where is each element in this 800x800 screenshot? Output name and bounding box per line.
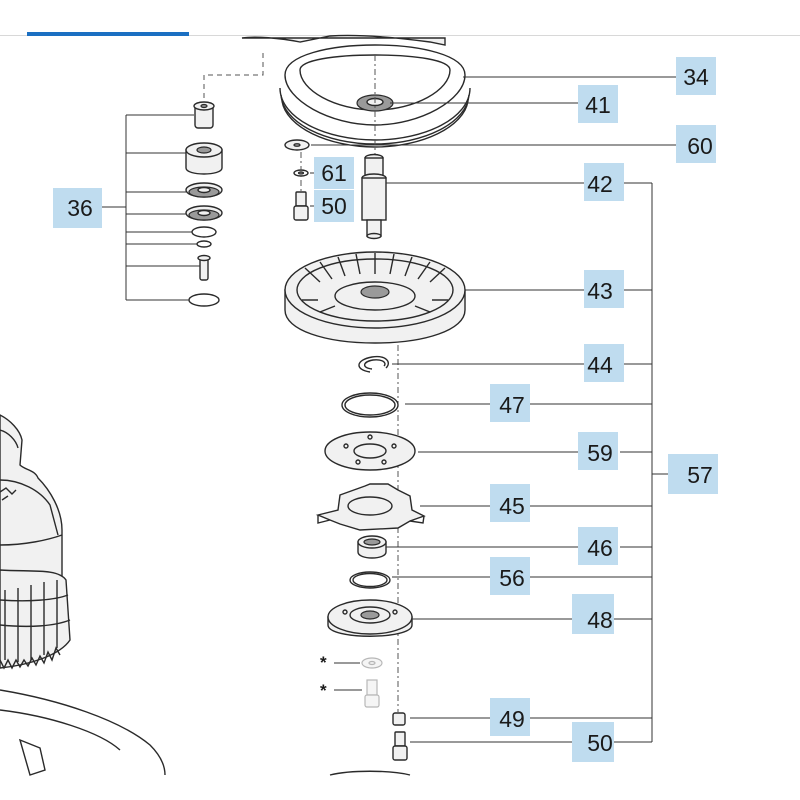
svg-text:56: 56 (499, 565, 525, 591)
callout-50-upper[interactable]: 50 (314, 190, 354, 222)
part-34-belt-pulley (241, 34, 471, 148)
svg-text:47: 47 (499, 392, 525, 418)
callout-59[interactable]: 59 (578, 432, 618, 470)
callout-56[interactable]: 56 (490, 557, 530, 595)
callout-41[interactable]: 41 (578, 85, 618, 123)
svg-text:45: 45 (499, 493, 525, 519)
bracket-57 (530, 182, 668, 743)
svg-text:59: 59 (587, 440, 613, 466)
svg-text:50: 50 (587, 730, 613, 756)
callout-48[interactable]: 48 (572, 594, 614, 634)
callout-50-lower[interactable]: 50 (572, 722, 614, 762)
part-44-circlip (358, 355, 389, 373)
callout-57[interactable]: 57 (668, 454, 718, 494)
callout-36[interactable]: 36 (53, 188, 102, 228)
part-49-nut (392, 712, 406, 726)
optional-washer-grey (361, 657, 383, 669)
part-50-bolt-lower (392, 731, 408, 761)
svg-text:46: 46 (587, 535, 613, 561)
callout-42[interactable]: 42 (584, 163, 624, 201)
part-42-shaft (361, 153, 387, 240)
svg-text:49: 49 (499, 706, 525, 732)
top-divider (0, 35, 800, 36)
svg-text:57: 57 (687, 462, 713, 488)
part-50-bolt-upper (293, 191, 309, 221)
callout-44[interactable]: 44 (584, 344, 624, 382)
svg-text:41: 41 (585, 92, 611, 118)
svg-text:61: 61 (321, 160, 347, 186)
svg-text:34: 34 (683, 64, 709, 90)
svg-text:36: 36 (67, 195, 93, 221)
dash-connection-34-36 (203, 53, 264, 98)
active-tab-indicator[interactable] (27, 32, 189, 36)
callout-47[interactable]: 47 (490, 384, 530, 422)
part-45-flange-plate (315, 483, 426, 531)
asterisk-marker-2: * (320, 681, 327, 700)
svg-text:42: 42 (587, 171, 613, 197)
part-46-seal (357, 535, 387, 559)
svg-text:50: 50 (321, 193, 347, 219)
part-43-pulley-housing (284, 251, 466, 344)
part-56-oring (349, 571, 391, 589)
callout-60[interactable]: 60 (676, 125, 716, 163)
part-47-oring (341, 392, 399, 418)
bracket-36 (102, 114, 200, 301)
callout-46[interactable]: 46 (578, 527, 618, 565)
callout-49[interactable]: 49 (490, 698, 530, 736)
callout-34[interactable]: 34 (676, 57, 716, 95)
svg-text:43: 43 (587, 278, 613, 304)
part-59-gasket (324, 431, 416, 471)
asterisk-marker-1: * (320, 653, 327, 672)
svg-text:48: 48 (587, 607, 613, 633)
part-48-bottom-flange (327, 599, 413, 637)
optional-bolt-grey (364, 679, 380, 708)
callout-45[interactable]: 45 (490, 484, 530, 522)
svg-text:44: 44 (587, 352, 613, 378)
part-36-bearing-stack (185, 101, 223, 307)
part-60-washer (284, 139, 310, 151)
svg-text:60: 60 (687, 133, 713, 159)
callout-43[interactable]: 43 (584, 270, 624, 308)
leader-lines (310, 76, 676, 743)
callout-61[interactable]: 61 (314, 157, 354, 189)
machine-body-partial (0, 414, 411, 776)
